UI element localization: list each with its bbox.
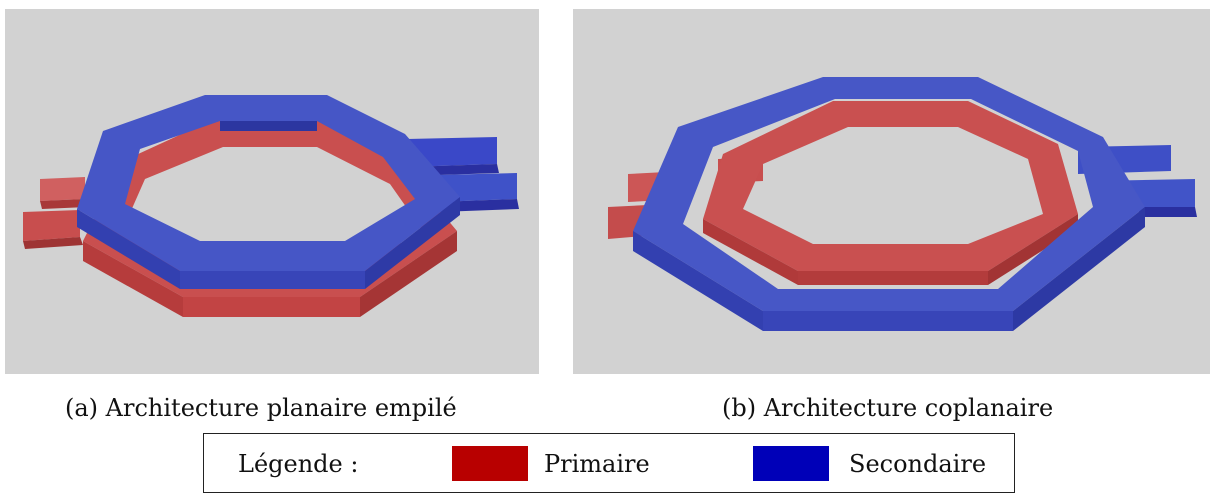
stacked-coils-illustration bbox=[23, 95, 519, 317]
secondary-swatch bbox=[753, 446, 829, 481]
coplanar-architecture-render bbox=[573, 9, 1210, 374]
legend-title: Légende : bbox=[238, 450, 359, 478]
primary-label: Primaire bbox=[544, 450, 650, 478]
caption-stacked: (a) Architecture planaire empilé bbox=[65, 394, 457, 422]
primary-leads-a bbox=[23, 177, 87, 249]
primary-swatch bbox=[452, 446, 528, 481]
secondary-label: Secondaire bbox=[849, 450, 987, 478]
primary-coil-a bbox=[83, 121, 457, 317]
coplanar-coils-illustration bbox=[608, 77, 1197, 331]
stacked-architecture-render bbox=[5, 9, 539, 374]
primary-coil-b bbox=[703, 101, 1078, 285]
secondary-coil-b bbox=[633, 77, 1145, 331]
caption-coplanar: (b) Architecture coplanaire bbox=[722, 394, 1054, 422]
secondary-coil-a bbox=[77, 95, 460, 289]
legend-box: Légende : Primaire Secondaire bbox=[203, 433, 1015, 493]
